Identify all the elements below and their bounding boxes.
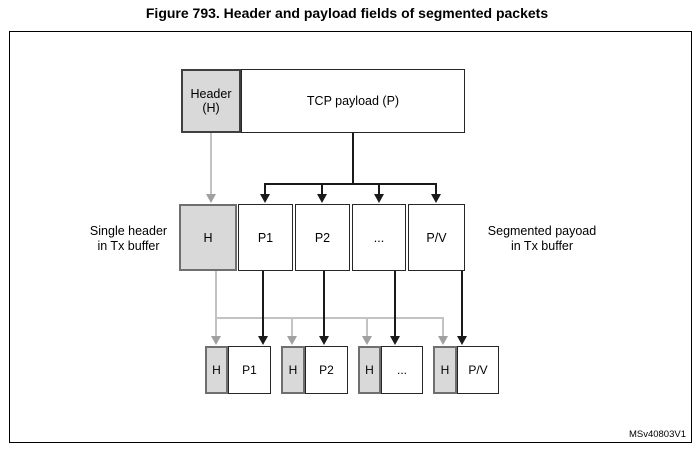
top-payload-label: TCP payload (P) — [306, 94, 400, 108]
black-line-p1 — [262, 271, 264, 336]
black-arrowhead-dots — [374, 194, 384, 203]
middle-box-p2: P2 — [295, 204, 350, 271]
black-branch-line — [264, 183, 437, 185]
gray-arrowhead-h3 — [362, 336, 372, 345]
gray-arrowhead-header — [206, 194, 216, 203]
figure-title: Figure 793. Header and payload fields of… — [145, 5, 549, 21]
middle-box-pv: P/V — [408, 204, 465, 271]
black-stub-p2 — [321, 183, 323, 195]
top-header-box: Header (H) — [181, 69, 241, 133]
black-arrowhead-bp2 — [319, 336, 329, 345]
middle-box-dots: ... — [352, 204, 406, 271]
watermark-text: MSv40803V1 — [628, 429, 686, 440]
black-arrowhead-p2 — [317, 194, 327, 203]
black-stub-p1 — [264, 183, 266, 195]
bottom-pair1-payload: P1 — [228, 346, 271, 394]
bottom-pair3-header: H — [358, 346, 381, 394]
black-arrowhead-bdots — [390, 336, 400, 345]
black-arrowhead-pv — [431, 194, 441, 203]
bottom-pair3-payload: ... — [381, 346, 423, 394]
label-segmented-payload: Segmented payoad in Tx buffer — [487, 224, 597, 253]
top-header-label: Header (H) — [190, 87, 232, 115]
gray-arrowhead-h2 — [287, 336, 297, 345]
black-line-dots — [394, 271, 396, 336]
gray-stub-2 — [291, 318, 293, 336]
gray-arrowhead-h1 — [211, 336, 221, 345]
top-payload-box: TCP payload (P) — [241, 69, 465, 133]
bottom-pair4-header: H — [433, 346, 457, 394]
middle-box-p1: P1 — [238, 204, 293, 271]
black-stub-dots — [378, 183, 380, 195]
gray-leg-1 — [215, 271, 217, 336]
black-stem-payload — [352, 133, 354, 184]
bottom-pair4-payload: P/V — [457, 346, 499, 394]
label-single-header: Single header in Tx buffer — [89, 224, 168, 253]
middle-box-h: H — [179, 204, 237, 271]
black-stub-pv — [435, 183, 437, 195]
black-arrowhead-p1 — [260, 194, 270, 203]
bottom-pair1-header: H — [205, 346, 228, 394]
gray-stub-4 — [442, 318, 444, 336]
black-arrowhead-bp1 — [258, 336, 268, 345]
gray-arrowhead-h4 — [438, 336, 448, 345]
bottom-pair2-payload: P2 — [305, 346, 348, 394]
gray-branch-line — [215, 317, 444, 319]
black-line-p2 — [323, 271, 325, 336]
black-arrowhead-bpv — [457, 336, 467, 345]
black-line-pv — [461, 271, 463, 336]
gray-arrow-line-header — [210, 133, 212, 195]
gray-stub-3 — [366, 318, 368, 336]
bottom-pair2-header: H — [281, 346, 305, 394]
